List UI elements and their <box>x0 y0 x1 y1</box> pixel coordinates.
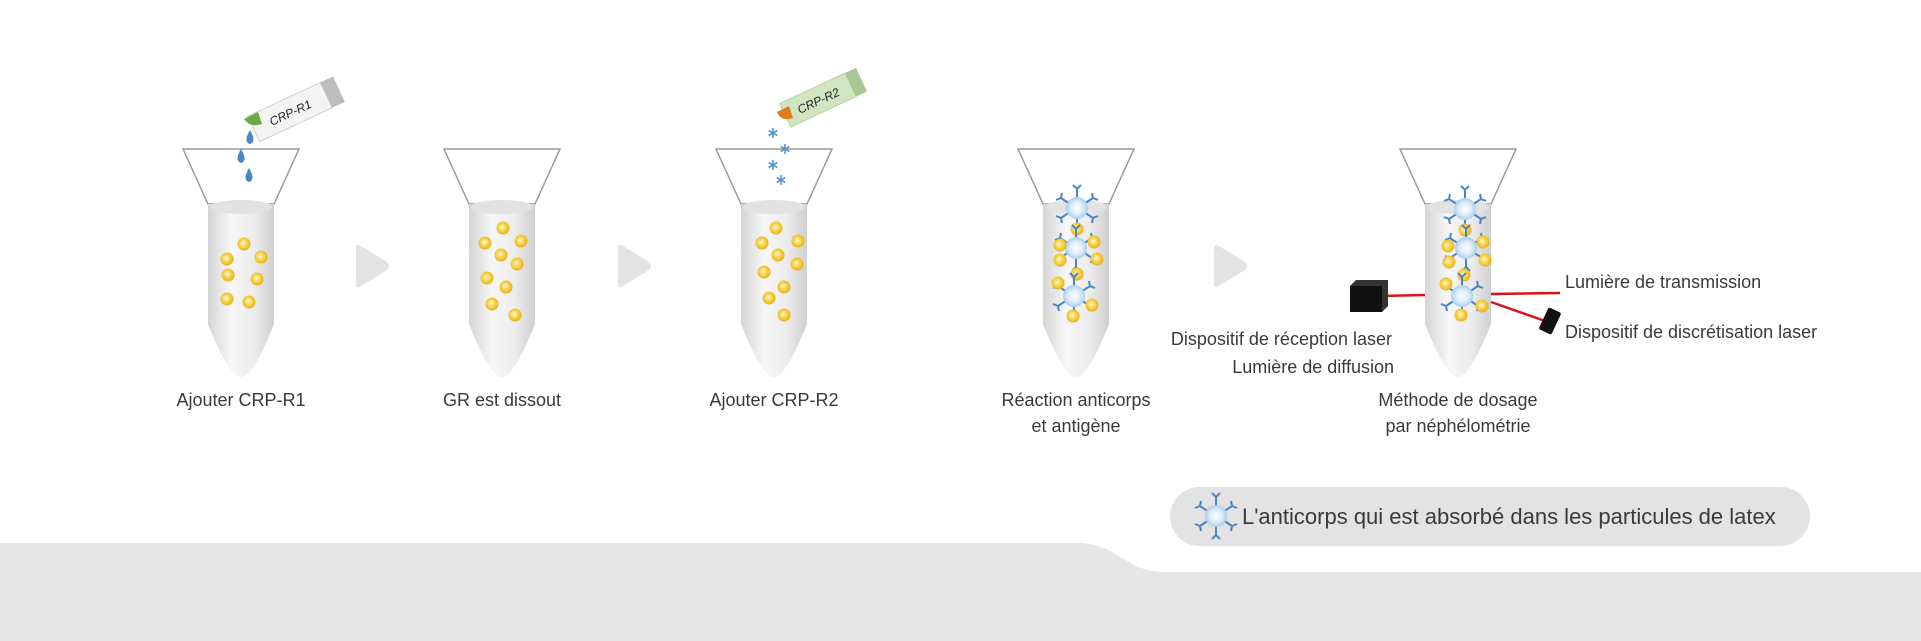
step-label-5-line2: par néphélométrie <box>1385 416 1530 436</box>
background-band <box>0 543 1921 641</box>
step-label-5: Méthode de dosage <box>1378 390 1537 410</box>
laser-setup <box>1350 280 1561 335</box>
reagent-bottle-crp-r1: CRP-R1 <box>244 76 345 143</box>
transmission-label: Lumière de transmission <box>1565 272 1761 292</box>
discretisation-device-label: Dispositif de discrétisation laser <box>1565 322 1817 342</box>
step-label-3: Ajouter CRP-R2 <box>709 390 838 410</box>
arrow-icon <box>618 244 651 288</box>
laser-receiver-icon <box>1350 280 1388 312</box>
diffusion-label: Lumière de diffusion <box>1232 357 1394 377</box>
tube-5 <box>1399 148 1517 378</box>
step-label-1: Ajouter CRP-R1 <box>176 390 305 410</box>
arrow-icon <box>356 244 389 288</box>
arrow-icon <box>1214 244 1247 288</box>
step-label-4-line2: et antigène <box>1031 416 1120 436</box>
step-label-4: Réaction anticorps <box>1001 390 1150 410</box>
reception-device-label: Dispositif de réception laser <box>1171 329 1392 349</box>
reagent-bottle-crp-r2: CRP-R2 <box>777 67 867 128</box>
powder-flakes <box>767 127 791 186</box>
laser-discretisation-icon <box>1539 307 1561 335</box>
drops <box>237 130 254 182</box>
tube-2 <box>443 148 561 378</box>
step-label-2: GR est dissout <box>443 390 561 410</box>
legend-text: L'anticorps qui est absorbé dans les par… <box>1242 504 1776 529</box>
tube-3 <box>715 148 833 378</box>
tube-1 <box>182 148 300 378</box>
legend: L'anticorps qui est absorbé dans les par… <box>1170 487 1810 546</box>
